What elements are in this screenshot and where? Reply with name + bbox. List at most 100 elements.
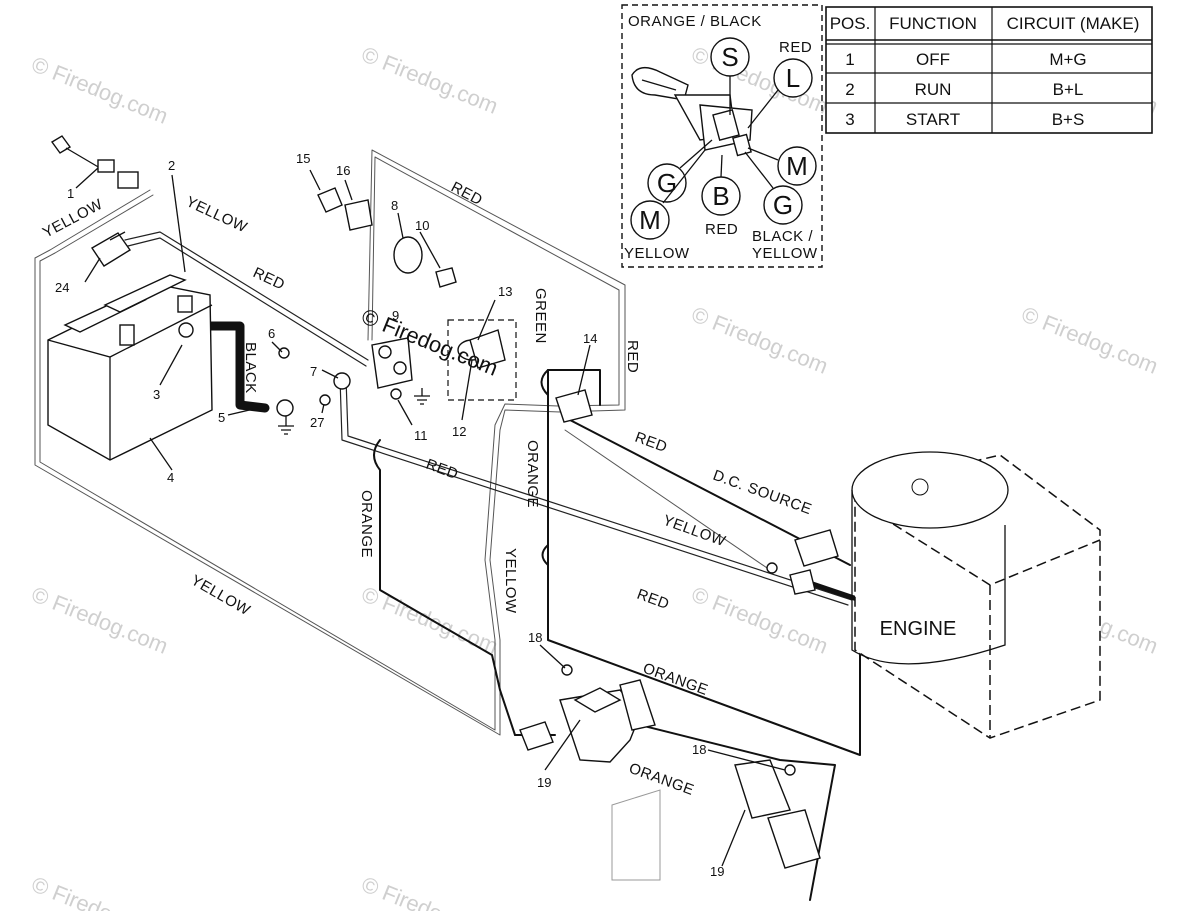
watermark: © Firedog.com	[688, 301, 831, 378]
wire-label: RED	[633, 429, 670, 456]
svg-text:B: B	[712, 181, 729, 211]
part-number: 19	[537, 775, 551, 790]
part-number: 7	[310, 364, 317, 379]
seat-switch	[519, 664, 656, 763]
inset-yellow-label: YELLOW	[624, 245, 690, 262]
part-number: 2	[168, 158, 175, 173]
svg-text:M: M	[639, 205, 661, 235]
clip-icon	[317, 187, 457, 288]
dc-connector-icon	[766, 529, 839, 595]
wire-label: RED	[424, 456, 461, 483]
inset-b-red-label: RED	[705, 221, 738, 238]
terminal-m: M	[777, 146, 817, 186]
part-number: 27	[310, 415, 324, 430]
battery-terminal-icon	[177, 295, 193, 313]
connector-icon	[555, 389, 593, 423]
part-number: 10	[415, 218, 429, 233]
part-number: 13	[498, 284, 512, 299]
inset-frame	[621, 4, 823, 268]
engine-label: ENGINE	[880, 618, 957, 640]
table-cell: 1	[845, 50, 854, 69]
ground-icon	[278, 388, 430, 435]
svg-text:L: L	[786, 63, 800, 93]
table-cell: B+L	[1053, 80, 1084, 99]
inset-red-label: RED	[779, 39, 812, 56]
wire-label: YELLOW	[40, 196, 106, 242]
wire-label: YELLOW	[661, 512, 729, 551]
part-number: 24	[55, 280, 69, 295]
table-cell: OFF	[916, 50, 950, 69]
part-number: 1	[67, 186, 74, 201]
inset-black-yellow-label: YELLOW	[752, 245, 818, 262]
inset-title: ORANGE / BLACK	[628, 13, 762, 30]
watermark: © Firedog.com	[358, 41, 501, 118]
wire-label: RED	[635, 586, 672, 613]
wire-label: BLACK	[242, 342, 259, 394]
part-number: 14	[583, 331, 597, 346]
table-cell: M+G	[1049, 50, 1086, 69]
wire-label: ORANGE	[641, 660, 711, 699]
ignition-inset: ORANGE / BLACK RED S L G M	[621, 4, 823, 268]
solenoid	[178, 322, 413, 417]
part-number: 11	[414, 428, 428, 443]
wires	[34, 149, 863, 901]
wire-label: GREEN	[532, 288, 549, 344]
wire-label: ORANGE	[627, 760, 697, 799]
part-numbers: 1 2 3 4 5 6 7 8 9 10 11 12 13 14 15 16 1…	[55, 151, 724, 879]
wire-label: ORANGE	[358, 490, 375, 558]
part-number: 18	[528, 630, 542, 645]
part-number: 3	[153, 387, 160, 402]
part-number: 5	[218, 410, 225, 425]
switch-table: POS. FUNCTION CIRCUIT (MAKE) 1 OFF M+G 2…	[825, 6, 1153, 134]
wire-labels: YELLOW YELLOW RED RED BLACK GREEN RED OR…	[40, 179, 814, 799]
brake-switch	[611, 759, 821, 881]
watermark: © Firedog.com	[28, 871, 171, 911]
terminal-g: G	[763, 185, 803, 225]
wire-label: RED	[624, 340, 641, 373]
table-header: CIRCUIT (MAKE)	[1007, 14, 1140, 33]
terminal-b: B	[701, 176, 741, 216]
wire-label: D.C. SOURCE	[711, 467, 814, 518]
wire-label: YELLOW	[502, 548, 519, 614]
svg-text:M: M	[786, 151, 808, 181]
plug-icon	[50, 135, 139, 189]
inset-black-yellow-label: BLACK /	[752, 228, 813, 245]
svg-text:G: G	[657, 168, 677, 198]
wire-label: RED	[448, 179, 485, 210]
wire-label: RED	[250, 264, 287, 293]
battery	[47, 274, 213, 461]
table-cell: 3	[845, 110, 854, 129]
watermark: © Firedog.com	[1018, 301, 1161, 378]
part-number: 15	[296, 151, 310, 166]
key-icon	[631, 67, 753, 157]
part-number: 16	[336, 163, 350, 178]
terminal-m: M	[630, 200, 670, 240]
table-header: FUNCTION	[889, 14, 977, 33]
part-number: 19	[710, 864, 724, 879]
table-cell: B+S	[1052, 110, 1085, 129]
svg-text:S: S	[721, 42, 738, 72]
terminal-g: G	[647, 163, 687, 203]
part-number: 6	[268, 326, 275, 341]
connector-icon	[91, 231, 132, 267]
watermark: © Firedog.com	[28, 581, 171, 658]
watermark: © Firedog.com	[28, 51, 171, 128]
terminal-l: L	[773, 58, 813, 98]
table-cell: START	[906, 110, 960, 129]
leader-lines	[75, 167, 786, 867]
part-number: 8	[391, 198, 398, 213]
engine: ENGINE	[851, 451, 1101, 739]
wire-label: YELLOW	[183, 193, 250, 236]
watermark: © Firedog.com	[358, 871, 501, 911]
wire-label: ORANGE	[524, 440, 541, 508]
part-number: 4	[167, 470, 174, 485]
wire-label: YELLOW	[188, 572, 254, 620]
table-cell: 2	[845, 80, 854, 99]
part-number: 9	[392, 308, 399, 323]
svg-text:G: G	[773, 190, 793, 220]
part-number: 18	[692, 742, 706, 757]
terminal-s: S	[710, 37, 750, 77]
table-cell: RUN	[915, 80, 952, 99]
table-header: POS.	[830, 14, 871, 33]
